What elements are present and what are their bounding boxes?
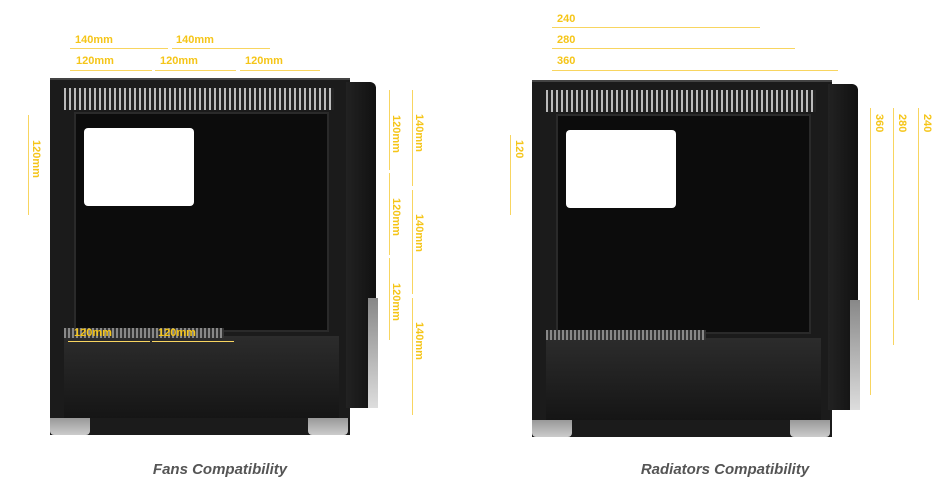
front-fan-label: 120mm: [390, 198, 402, 236]
top-radiator-label: 360: [557, 55, 576, 67]
front-fan-label: 140mm: [413, 114, 425, 152]
top-radiator-label: 240: [557, 13, 576, 25]
top-fan-label: 120mm: [245, 55, 283, 67]
fans-caption: Fans Compatibility: [152, 461, 288, 478]
rear-fan-label: 120mm: [30, 140, 42, 178]
top-fan-label: 140mm: [176, 34, 214, 46]
case-image: [50, 78, 380, 435]
front-radiator-label: 280: [896, 114, 908, 133]
front-fan-label: 120mm: [390, 115, 402, 153]
radiators-caption: Radiators Compatibility: [640, 461, 810, 478]
front-fan-label: 140mm: [413, 214, 425, 252]
front-radiator-label: 360: [873, 114, 885, 133]
front-fan-label: 120mm: [390, 283, 402, 321]
top-fan-label: 120mm: [160, 55, 198, 67]
front-radiator-label: 240: [921, 114, 933, 133]
top-fan-label: 120mm: [76, 55, 114, 67]
case-image: [532, 80, 862, 437]
top-fan-label: 140mm: [75, 34, 113, 46]
rear-radiator-label: 120: [513, 140, 525, 159]
top-radiator-label: 280: [557, 34, 576, 46]
front-fan-label: 140mm: [413, 322, 425, 360]
bottom-fan-label: 120mm: [158, 327, 196, 339]
bottom-fan-label: 120mm: [74, 327, 112, 339]
